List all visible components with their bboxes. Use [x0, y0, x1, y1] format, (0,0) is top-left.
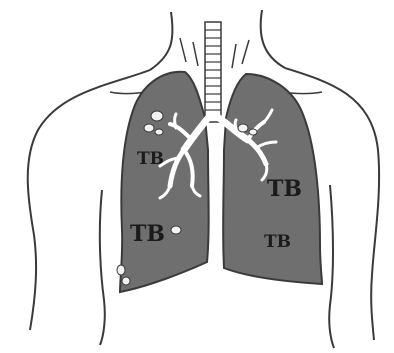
lesion-left-upper-2	[144, 124, 154, 132]
lesion-right-upper-2	[249, 129, 257, 135]
left-lung	[120, 72, 209, 292]
neck-left-line	[150, 12, 173, 70]
lesion-left-mid	[171, 226, 181, 234]
lesion-left-lower-2	[122, 277, 130, 285]
tb-label-right-lower: TB	[264, 232, 291, 252]
tb-label-left-lower: TB	[130, 221, 165, 247]
lesion-left-upper-3	[155, 129, 163, 135]
lesion-left-lower-1	[117, 265, 125, 275]
left-arm-line	[100, 190, 105, 345]
tb-label-left-upper: TB	[137, 149, 164, 169]
neck-right-line	[261, 10, 285, 68]
trachea	[205, 22, 221, 122]
lesion-left-upper-1	[151, 111, 163, 121]
tb-label-right-upper: TB	[267, 176, 302, 202]
right-arm-line	[329, 185, 334, 348]
lesion-right-upper-1	[238, 124, 248, 132]
